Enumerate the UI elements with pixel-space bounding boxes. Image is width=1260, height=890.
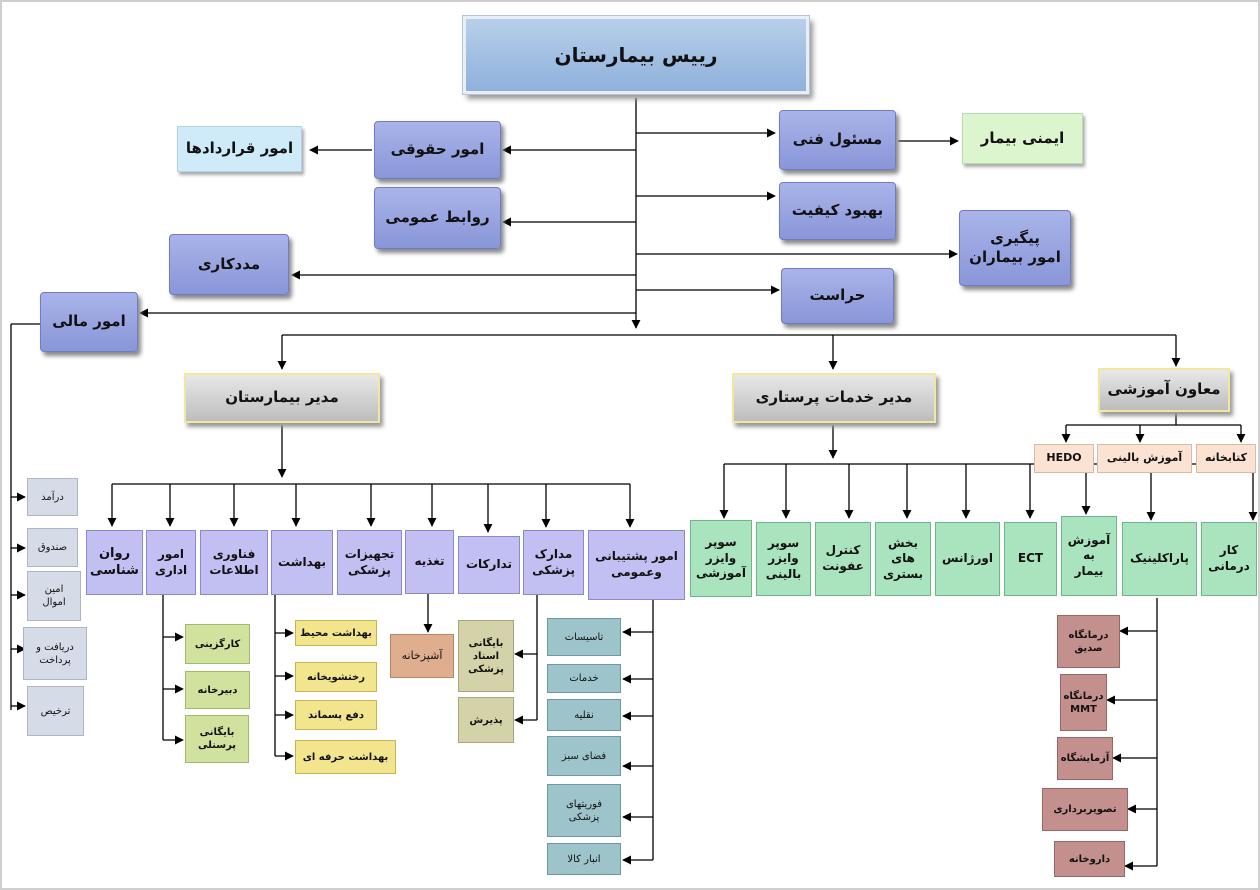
pharmacy-box: داروخانه [1054, 841, 1125, 877]
laboratory-box: آزمایشگاه [1057, 737, 1113, 780]
psychology-box: روان شناسی [86, 530, 143, 595]
occupational-health-box: بهداشت حرفه ای [295, 740, 396, 774]
paraclinic-box: پاراکلینیک [1122, 522, 1197, 596]
nutrition-box: تغذیه [405, 530, 454, 594]
secretariat-box: دبیرخانه [185, 671, 250, 709]
education-deputy-box: معاون آموزشی [1098, 368, 1230, 412]
hospital-head-box: رییس بیمارستان [462, 15, 810, 95]
occupational-therapy-box: کار درمانی [1201, 522, 1257, 596]
inpatient-wards-box: بخش های بستری [875, 522, 931, 596]
medical-equipment-box: تجهیزات پزشکی [337, 530, 402, 595]
technical-officer-box: مسئول فنی [779, 110, 896, 170]
emergency-box: اورژانس [935, 522, 1000, 596]
cashbox-box: صندوق [27, 528, 78, 567]
sadigh-clinic-box: درمانگاه صدیق [1057, 615, 1120, 668]
medical-records-box: مدارک پزشکی [523, 530, 584, 595]
discharge-box: ترخیص [27, 686, 84, 736]
kitchen-box: آشپزخانه [390, 634, 454, 678]
legal-affairs-box: امور حقوقی [374, 121, 501, 179]
hedo-box: HEDO [1034, 444, 1094, 473]
education-supervisor-box: سوپر وایزر آموزشی [690, 520, 752, 597]
it-box: فناوری اطلاعات [200, 530, 268, 595]
personnel-archive-box: بایگانی پرسنلی [185, 715, 249, 763]
patient-affairs-box: پیگیری امور بیماران [959, 210, 1071, 286]
infection-control-box: کنترل عفونت [815, 522, 871, 596]
medical-emergency-box: فوریتهای پزشکی [547, 784, 621, 837]
nursing-manager-box: مدیر خدمات پرستاری [732, 373, 936, 423]
clinical-supervisor-box: سوپر وایزر بالینی [756, 522, 811, 596]
admission-box: پذیرش [458, 697, 514, 743]
facilities-box: تاسیسات [547, 618, 621, 656]
laundry-box: رختشویخانه [295, 662, 377, 692]
quality-improvement-box: بهبود کیفیت [779, 182, 896, 240]
hospital-manager-box: مدیر بیمارستان [184, 373, 380, 423]
patient-education-box: آموزش به بیمار [1061, 516, 1117, 596]
transportation-box: نقلیه [547, 699, 621, 731]
personnel-box: کارگزینی [185, 624, 250, 664]
finance-box: امور مالی [40, 292, 138, 352]
public-relations-box: روابط عمومی [374, 187, 501, 249]
medical-archive-box: بایگانی اسناد پزشکی [458, 620, 514, 692]
services-box: خدمات [547, 664, 621, 693]
ect-box: ECT [1004, 522, 1057, 596]
contracts-box: امور قراردادها [177, 126, 302, 172]
health-box: بهداشت [271, 530, 333, 595]
receipt-payment-box: دریافت و پرداخت [23, 627, 87, 680]
revenue-box: درآمد [27, 478, 78, 516]
environmental-health-box: بهداشت محیط [295, 620, 377, 646]
library-box: کتابخانه [1196, 444, 1256, 473]
support-services-box: امور پشتیبانی وعمومی [588, 530, 685, 600]
mmt-clinic-box: درمانگاه MMT [1060, 674, 1107, 731]
clinical-education-box: آموزش بالینی [1097, 444, 1192, 473]
waste-disposal-box: دفع پسماند [295, 700, 377, 730]
social-work-box: مددکاری [169, 234, 289, 295]
administrative-affairs-box: امور اداری [146, 530, 196, 595]
patient-safety-box: ایمنی بیمار [962, 113, 1083, 164]
warehouse-box: انبار کالا [547, 843, 621, 875]
imaging-box: تصویربرداری [1042, 788, 1128, 831]
procurement-box: تدارکات [458, 536, 520, 594]
property-custodian-box: امین اموال [27, 571, 81, 621]
green-space-box: فضای سبز [547, 736, 621, 776]
security-box: حراست [781, 268, 894, 324]
